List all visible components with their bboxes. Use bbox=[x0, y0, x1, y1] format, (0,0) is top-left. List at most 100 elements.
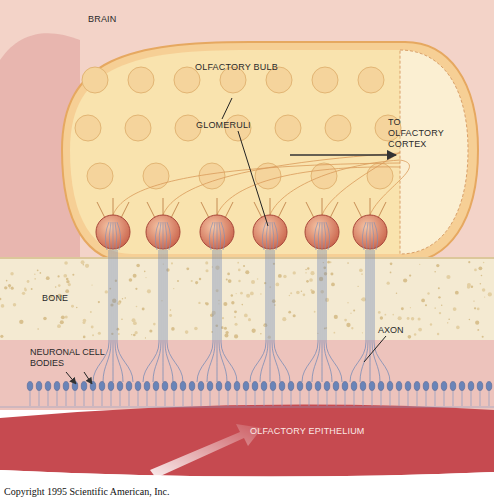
axon bbox=[197, 250, 213, 382]
glomerulus bbox=[146, 215, 180, 249]
axon-terminal bbox=[165, 222, 167, 250]
bone-speckle bbox=[398, 316, 402, 320]
axon-terminal bbox=[213, 222, 215, 250]
neuron-body bbox=[144, 382, 150, 391]
axon bbox=[370, 250, 371, 382]
bone-speckle bbox=[347, 302, 349, 304]
bone-speckle bbox=[133, 334, 136, 337]
bone-speckle bbox=[1, 304, 5, 308]
bone-speckle bbox=[136, 306, 138, 308]
neuron-body bbox=[180, 382, 186, 391]
bone-speckle bbox=[410, 307, 411, 308]
bone-speckle bbox=[418, 328, 422, 332]
bone-speckle bbox=[6, 280, 8, 282]
bone-speckle bbox=[478, 266, 482, 270]
part-label: GLOMERULI bbox=[196, 120, 276, 131]
bone-speckle bbox=[92, 334, 94, 336]
neuron-body bbox=[63, 382, 69, 391]
neuron-body bbox=[414, 382, 420, 391]
bone-speckle bbox=[359, 268, 363, 272]
neuron-body bbox=[360, 382, 366, 391]
part-label: BRAIN bbox=[88, 14, 168, 25]
bone-speckle bbox=[293, 314, 296, 317]
neuron-body bbox=[108, 382, 114, 391]
bone-speckle bbox=[122, 298, 123, 299]
bone-speckle bbox=[244, 314, 248, 318]
bone-speckle bbox=[198, 302, 200, 304]
axon bbox=[260, 250, 268, 382]
bulb-cell bbox=[358, 67, 384, 93]
axon-terminal bbox=[374, 222, 378, 250]
axon-terminal bbox=[314, 222, 318, 250]
neuron-body bbox=[81, 382, 87, 391]
bone-speckle bbox=[133, 321, 137, 325]
neuron-body bbox=[99, 382, 105, 391]
bone-speckle bbox=[414, 333, 416, 335]
bone-speckle bbox=[257, 278, 259, 280]
bone-speckle bbox=[439, 312, 441, 314]
neuron-body bbox=[351, 382, 357, 391]
bulb-cell bbox=[128, 67, 154, 93]
bone-speckle bbox=[83, 319, 87, 323]
bone-speckle bbox=[351, 327, 353, 329]
bulb-cell bbox=[75, 115, 101, 141]
neuron-body bbox=[369, 382, 375, 391]
neuron-body bbox=[243, 382, 249, 391]
bone-speckle bbox=[438, 287, 440, 289]
axon-terminal bbox=[274, 222, 278, 250]
bone-speckle bbox=[34, 274, 36, 276]
axon bbox=[221, 250, 237, 382]
bone-speckle bbox=[392, 314, 394, 316]
mitral-fibre bbox=[163, 153, 400, 215]
bone-speckle bbox=[76, 307, 78, 309]
bone-speckle bbox=[390, 263, 393, 266]
axon bbox=[93, 250, 109, 382]
bone-speckle bbox=[303, 293, 306, 296]
bone-speckle bbox=[195, 281, 198, 284]
bone-speckle bbox=[334, 315, 338, 319]
axon-terminal bbox=[324, 222, 326, 250]
bone-speckle bbox=[8, 284, 11, 287]
axon bbox=[115, 250, 123, 382]
bone-speckle bbox=[186, 267, 189, 270]
bone-speckle bbox=[231, 294, 233, 296]
bone-speckle bbox=[380, 316, 383, 319]
neuron-body bbox=[486, 382, 492, 391]
bone-speckle bbox=[310, 271, 314, 275]
neuron-body bbox=[432, 382, 438, 391]
bone-speckle bbox=[469, 319, 471, 321]
copyright-note: Copyright 1995 Scientific American, Inc. bbox=[4, 486, 264, 497]
bone-speckle bbox=[83, 336, 86, 339]
bone-speckle bbox=[282, 317, 286, 321]
axon-terminal bbox=[115, 222, 117, 250]
neuron-body bbox=[45, 382, 51, 391]
axon-terminal bbox=[163, 222, 164, 250]
bulb-cell bbox=[325, 115, 351, 141]
bone-speckle bbox=[58, 284, 61, 287]
bone-speckle bbox=[194, 327, 198, 331]
bone-speckle bbox=[350, 313, 351, 314]
bone-speckle bbox=[31, 288, 33, 290]
bone-speckle bbox=[149, 329, 152, 332]
bone-speckle bbox=[205, 261, 208, 264]
bone-speckle bbox=[231, 301, 234, 304]
bone-speckle bbox=[357, 286, 358, 287]
part-label: TO OLFACTORY CORTEX bbox=[388, 117, 446, 150]
bone-speckle bbox=[307, 267, 309, 269]
bone-speckle bbox=[387, 282, 390, 285]
bone-speckle bbox=[260, 293, 262, 295]
axon bbox=[143, 250, 159, 382]
bone-speckle bbox=[222, 317, 224, 319]
output-arrow bbox=[290, 154, 396, 156]
bone-speckle bbox=[238, 269, 241, 272]
axon bbox=[207, 250, 215, 382]
bone-speckle bbox=[57, 275, 59, 277]
neuron-body bbox=[315, 382, 321, 391]
bone-speckle bbox=[252, 329, 256, 333]
bone-speckle bbox=[347, 262, 349, 264]
bone-speckle bbox=[409, 274, 411, 276]
bone-speckle bbox=[57, 324, 61, 328]
axon-terminal bbox=[272, 222, 274, 250]
bone-speckle bbox=[240, 292, 243, 295]
